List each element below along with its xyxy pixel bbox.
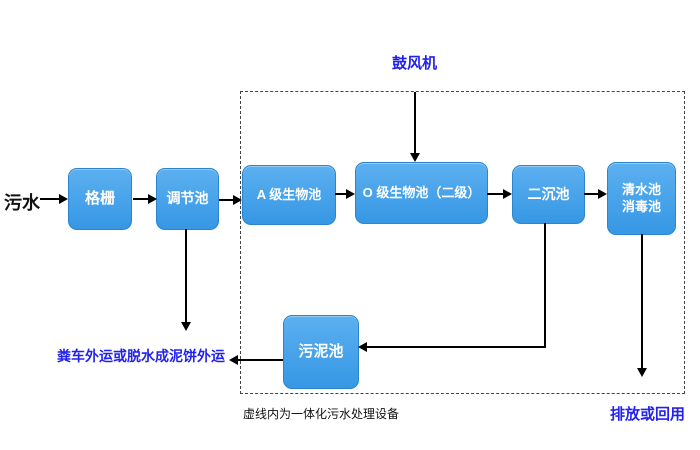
arrowhead-grid-to-regulating [148, 194, 157, 204]
node-sludge-tank: 污泥池 [283, 315, 359, 389]
node-grid-screen-label: 格栅 [84, 189, 115, 207]
node-secondary-sedimentation-tank: 二沉池 [512, 165, 585, 224]
node-regulating-tank-label: 调节池 [166, 190, 209, 207]
node-a-level-bio-tank-label: A 级生物池 [256, 186, 322, 202]
blower-label: 鼓风机 [392, 55, 438, 72]
node-o-level-bio-tank: O 级生物池（二级） [355, 162, 488, 224]
clear-water-tank-label: 清水池 [621, 182, 661, 198]
arrowhead-blower-to-obio [410, 153, 420, 162]
arrow-abio-to-obio [335, 193, 346, 195]
node-o-level-bio-tank-label: O 级生物池（二级） [362, 184, 481, 200]
arrowhead-regulating-to-abio [233, 195, 242, 205]
sludge-disposal-label: 粪车外运或脱水成泥饼外运 [57, 348, 225, 364]
arrowhead-regulating-to-disposal [181, 322, 191, 331]
dashed-boundary-note: 虚线内为一体化污水处理设备 [243, 407, 400, 421]
node-clear-water-disinfection-tank: 清水池 消毒池 [607, 162, 676, 235]
arrow-sed-to-clear [584, 193, 598, 195]
node-a-level-bio-tank: A 级生物池 [242, 165, 336, 225]
node-secondary-sedimentation-tank-label: 二沉池 [527, 185, 570, 202]
arrowhead-sed-to-sludge [358, 342, 367, 352]
integrated-equipment-dashed-boundary [240, 91, 685, 394]
arrowhead-sludge-to-disposal [229, 355, 238, 365]
arrow-sludge-to-disposal [238, 359, 283, 361]
node-grid-screen: 格栅 [68, 168, 132, 230]
arrow-regulating-to-abio [219, 199, 233, 201]
influent-label: 污水 [4, 193, 40, 213]
arrow-clear-to-discharge [641, 234, 643, 368]
arrow-blower-to-obio [414, 92, 416, 153]
arrow-regulating-to-disposal [185, 229, 187, 322]
node-sludge-tank-label: 污泥池 [298, 342, 344, 360]
arrowhead-clear-to-discharge [637, 368, 647, 377]
arrow-sed-to-sludge-vertical [544, 223, 546, 348]
disinfection-tank-label: 消毒池 [621, 198, 661, 214]
arrow-sed-to-sludge-horizontal [367, 346, 546, 348]
arrowhead-influent-to-grid [59, 194, 68, 204]
arrowhead-abio-to-obio [346, 189, 355, 199]
node-regulating-tank: 调节池 [156, 168, 219, 230]
arrowhead-obio-to-sed [503, 189, 512, 199]
arrow-obio-to-sed [487, 193, 503, 195]
arrow-grid-to-regulating [133, 198, 148, 200]
discharge-reuse-label: 排放或回用 [610, 406, 686, 423]
arrowhead-sed-to-clear [598, 189, 607, 199]
arrow-influent-to-grid [40, 198, 59, 200]
